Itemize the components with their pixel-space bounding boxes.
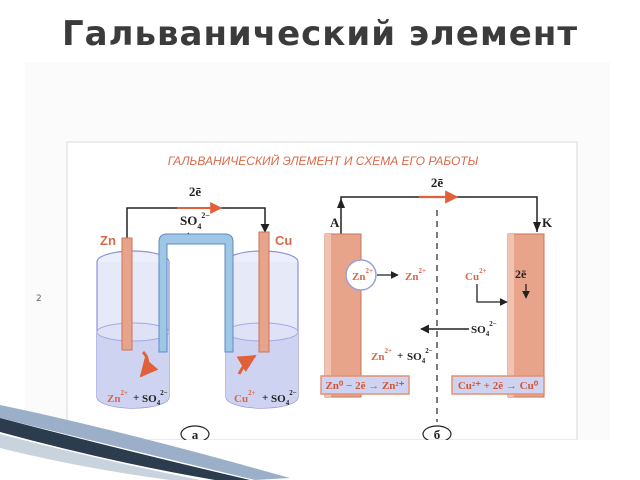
anode-equation: Zn⁰ − 2ē → Zn²⁺ [325,380,404,392]
ion-pair-zinc: Zn2+ [371,347,392,363]
copper-ion-label: Cu2+ [465,267,487,283]
caption-a-circle [180,425,210,440]
ion-pair-plus: + [397,350,403,362]
copper-ion-arrow [476,284,508,306]
left-solution-surface [96,322,170,342]
zinc-atom-label: Zn2+ [352,267,373,283]
copper-ion-arrow [236,354,257,375]
cathode-electrons: 2ē [515,267,527,281]
slide-title: Гальванический элемент [61,14,579,54]
scheme-electron-label: 2ē [431,175,444,190]
caption-a: а [192,427,199,440]
caption-b: б [434,427,441,440]
sulfate-label: SO42− [471,320,497,338]
cathode-equation: Cu²⁺ + 2ē → Cu⁰ [458,380,539,392]
side-mark: 2 [36,294,42,304]
scheme-cathode-highlight [508,234,514,397]
scheme-wire-arrow-down [533,222,541,232]
cathode-letter: K [542,215,553,230]
zinc-ion-arrow [139,350,159,378]
swoosh-light [0,405,290,480]
ion-pair-sulfate: SO42− [407,347,433,365]
salt-bridge [158,233,234,353]
zinc-ion-label: Zn2+ [405,267,426,283]
diagram-header: ГАЛЬВАНИЧЕСКИЙ ЭЛЕМЕНТ И СХЕМА ЕГО РАБОТ… [168,152,479,168]
anode-letter: A [330,215,340,230]
cathode-label: Cu [275,233,292,248]
cathode-equation-box [451,375,545,395]
scheme-anode-highlight [325,234,331,397]
left-zinc-ion: Zn2+ [107,389,128,405]
cell-illustration: 2ē SO42− Zn Cu Zn2+ + SO42− Cu2+ + SO42− [96,184,299,440]
right-solution [226,332,298,408]
left-plus: + [133,392,139,404]
copper-electrode [258,231,270,353]
left-sulfate-ion: SO42− [142,389,168,407]
zinc-atom-circle [345,259,377,291]
right-sulfate-ion: SO42− [271,389,297,407]
right-copper-ion: Cu2+ [234,389,256,405]
swoosh-pale [0,434,200,480]
left-solution [97,332,169,408]
galvanic-cell-diagram: ГАЛЬВАНИЧЕСКИЙ ЭЛЕМЕНТ И СХЕМА ЕГО РАБОТ… [66,141,578,440]
anode-label: Zn [100,233,116,248]
scheme-wire-arrow-up [337,198,345,208]
bridge-ion-label: SO42− [180,211,210,231]
right-plus: + [262,392,268,404]
electron-label: 2ē [189,184,202,199]
cell-scheme: 2ē A K Zn2+ Zn2+ Cu2+ 2ē SO42− Zn2+ + SO… [320,175,553,440]
galvanic-cell-figure: ГАЛЬВАНИЧЕСКИЙ ЭЛЕМЕНТ И СХЕМА ЕГО РАБОТ… [25,62,610,440]
anode-equation-box [320,375,410,395]
caption-b-circle [422,425,452,440]
zinc-electrode [121,237,133,351]
